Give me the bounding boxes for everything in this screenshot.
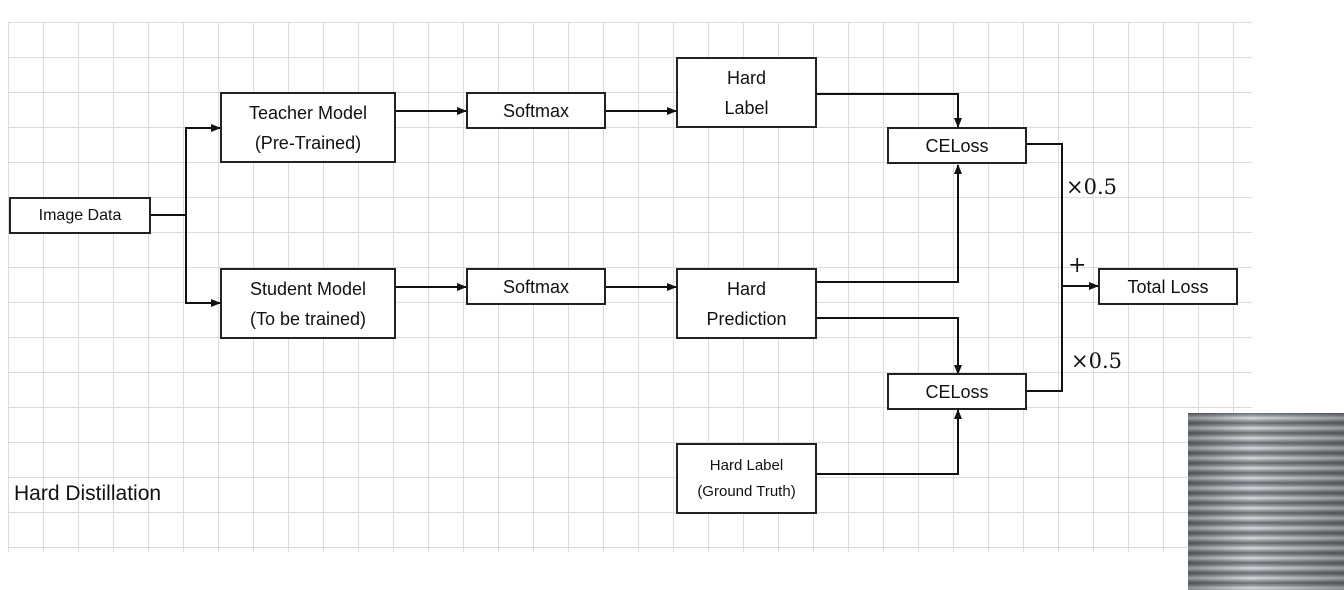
node-student-model-line-1: Student Model — [249, 278, 367, 299]
node-softmax-student: Softmax — [466, 268, 606, 305]
edge-celoss-top-to-total — [1026, 143, 1063, 286]
node-teacher-model: Teacher Model (Pre-Trained) — [220, 92, 396, 163]
node-teacher-model-line-2: (Pre-Trained) — [254, 132, 362, 153]
node-student-model-line-2: (To be trained) — [249, 308, 367, 329]
node-softmax-teacher-line-1: Softmax — [502, 100, 570, 121]
edge-celoss-bottom-to-total — [1026, 286, 1063, 392]
edge-hard-prediction-to-celoss-bottom — [816, 317, 962, 375]
node-hard-prediction: Hard Prediction — [676, 268, 817, 339]
node-hard-prediction-line-2: Prediction — [706, 308, 787, 329]
edge-image-to-student — [185, 215, 221, 307]
node-hard-label: Hard Label — [676, 57, 817, 128]
node-total-loss: Total Loss — [1098, 268, 1238, 305]
edge-hard-label-to-celoss-top — [816, 93, 962, 128]
node-hard-label-ground-truth-line-1: Hard Label — [709, 456, 784, 474]
node-hard-label-ground-truth: Hard Label (Ground Truth) — [676, 443, 817, 514]
node-hard-label-line-1: Hard — [726, 67, 766, 88]
node-total-loss-line-1: Total Loss — [1127, 276, 1209, 297]
node-teacher-model-line-1: Teacher Model — [248, 102, 368, 123]
edge-hard-prediction-to-celoss-top — [816, 164, 962, 283]
edge-image-to-teacher — [150, 124, 221, 216]
combine-plus-symbol: + — [1068, 253, 1087, 278]
node-celoss-top-line-1: CELoss — [925, 135, 989, 156]
edge-ground-truth-to-celoss-bottom — [816, 409, 962, 475]
node-student-model: Student Model (To be trained) — [220, 268, 396, 339]
node-image-data-line-1: Image Data — [38, 206, 122, 224]
node-celoss-bottom: CELoss — [887, 373, 1027, 410]
node-celoss-top: CELoss — [887, 127, 1027, 164]
node-hard-label-line-2: Label — [724, 97, 769, 118]
node-image-data: Image Data — [9, 197, 151, 234]
node-hard-label-ground-truth-line-2: (Ground Truth) — [697, 482, 796, 500]
node-celoss-bottom-line-1: CELoss — [925, 381, 989, 402]
weight-label-bottom: ×0.5 — [1071, 349, 1122, 373]
node-softmax-student-line-1: Softmax — [502, 276, 570, 297]
weight-label-top: ×0.5 — [1066, 175, 1117, 199]
diagram-caption: Hard Distillation — [14, 482, 162, 505]
node-hard-prediction-line-1: Hard — [726, 278, 766, 299]
video-overlay-thumbnail — [1188, 413, 1344, 590]
node-softmax-teacher: Softmax — [466, 92, 606, 129]
